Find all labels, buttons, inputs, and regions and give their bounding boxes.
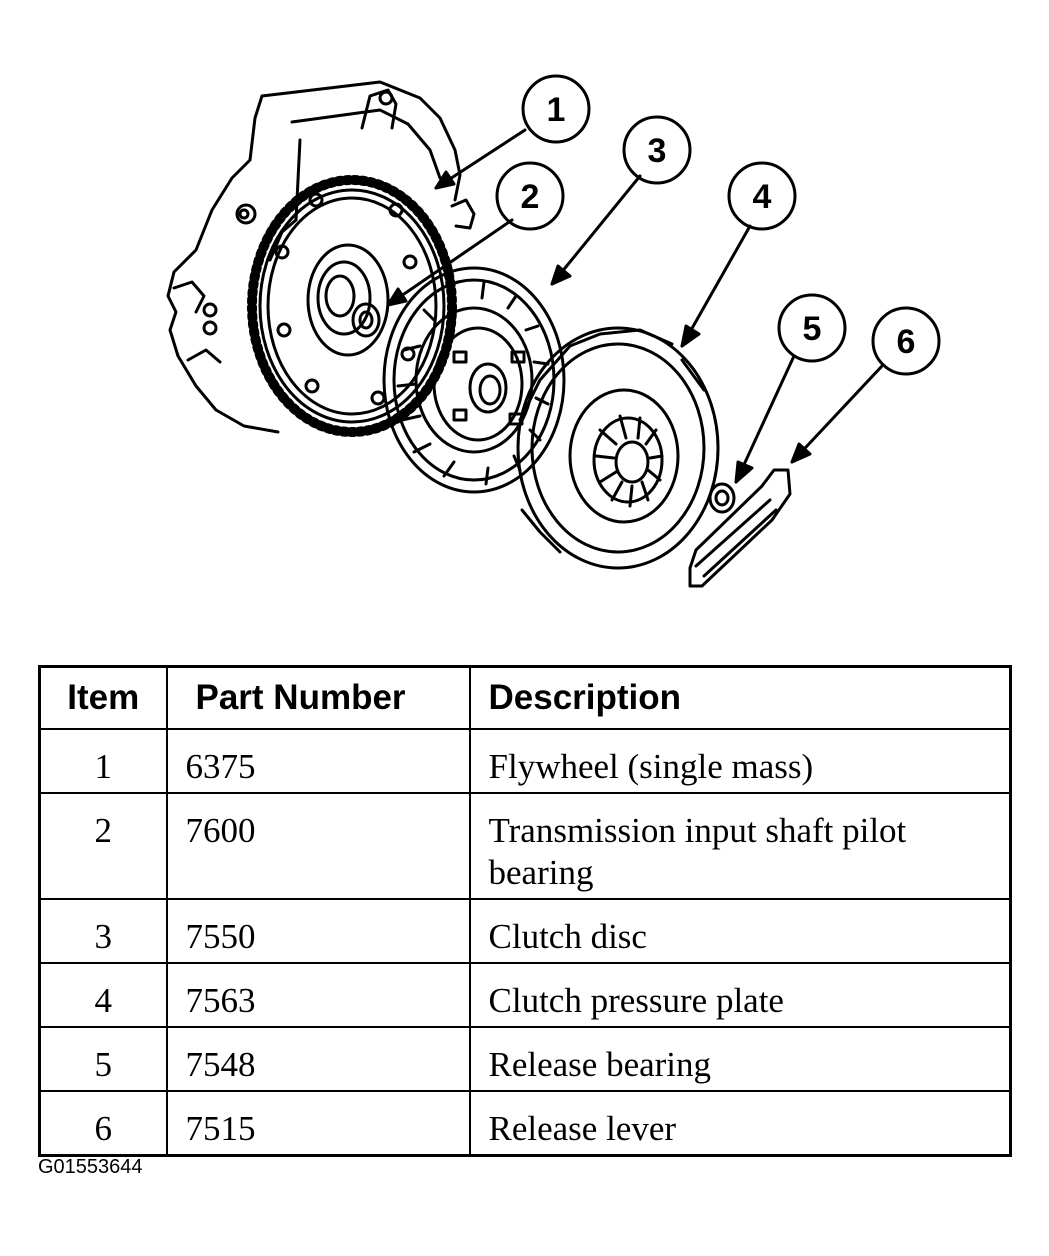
- svg-text:5: 5: [803, 310, 822, 348]
- pressure-plate: [516, 326, 720, 570]
- svg-text:1: 1: [547, 91, 566, 129]
- part-number-cell: 7550: [165, 898, 471, 964]
- item-cell: 4: [38, 962, 168, 1028]
- description-cell: Release bearing: [468, 1026, 1012, 1092]
- callout-6: 6: [871, 306, 941, 376]
- description-cell: Transmission input shaft pilot bearing: [468, 792, 1012, 900]
- table-row: 3 7550 Clutch disc: [38, 898, 1012, 964]
- part-number-cell: 7548: [165, 1026, 471, 1092]
- item-cell: 1: [38, 728, 168, 794]
- table-row: 6 7515 Release lever: [38, 1090, 1012, 1157]
- part-number-cell: 6375: [165, 728, 471, 794]
- callout-5: 5: [777, 293, 847, 363]
- leader-lines: [386, 128, 884, 484]
- table-row: 5 7548 Release bearing: [38, 1026, 1012, 1092]
- figure-id-label: G01553644: [38, 1156, 143, 1178]
- callout-4: 4: [727, 161, 797, 231]
- parts-table: Item Part Number Description 1 6375 Flyw…: [38, 665, 1012, 1157]
- callout-2: 2: [495, 161, 565, 231]
- part-number-cell: 7515: [165, 1090, 471, 1157]
- header-part-number: Part Number: [165, 665, 471, 730]
- callout-1: 1: [521, 74, 591, 144]
- header-item: Item: [38, 665, 168, 730]
- svg-text:6: 6: [897, 323, 916, 361]
- svg-text:2: 2: [521, 178, 540, 216]
- header-description: Description: [468, 665, 1012, 730]
- part-number-cell: 7563: [165, 962, 471, 1028]
- item-cell: 5: [38, 1026, 168, 1092]
- release-bearing: [708, 482, 736, 514]
- table-row: 1 6375 Flywheel (single mass): [38, 728, 1012, 794]
- callout-3: 3: [622, 115, 692, 185]
- bell-housing: [166, 80, 462, 434]
- table-row: 4 7563 Clutch pressure plate: [38, 962, 1012, 1028]
- clutch-exploded-diagram: 1 2 3 4 5 6: [166, 74, 941, 588]
- part-number-cell: 7600: [165, 792, 471, 900]
- table-row: 2 7600 Transmission input shaft pilot be…: [38, 792, 1012, 900]
- item-cell: 3: [38, 898, 168, 964]
- table-header-row: Item Part Number Description: [38, 665, 1012, 730]
- description-cell: Clutch disc: [468, 898, 1012, 964]
- description-cell: Release lever: [468, 1090, 1012, 1157]
- item-cell: 6: [38, 1090, 168, 1157]
- item-cell: 2: [38, 792, 168, 900]
- release-lever: [688, 468, 792, 588]
- description-cell: Flywheel (single mass): [468, 728, 1012, 794]
- description-cell: Clutch pressure plate: [468, 962, 1012, 1028]
- pilot-bearing: [351, 302, 381, 338]
- svg-text:4: 4: [753, 178, 772, 216]
- svg-text:3: 3: [648, 132, 667, 170]
- flywheel: [247, 175, 476, 437]
